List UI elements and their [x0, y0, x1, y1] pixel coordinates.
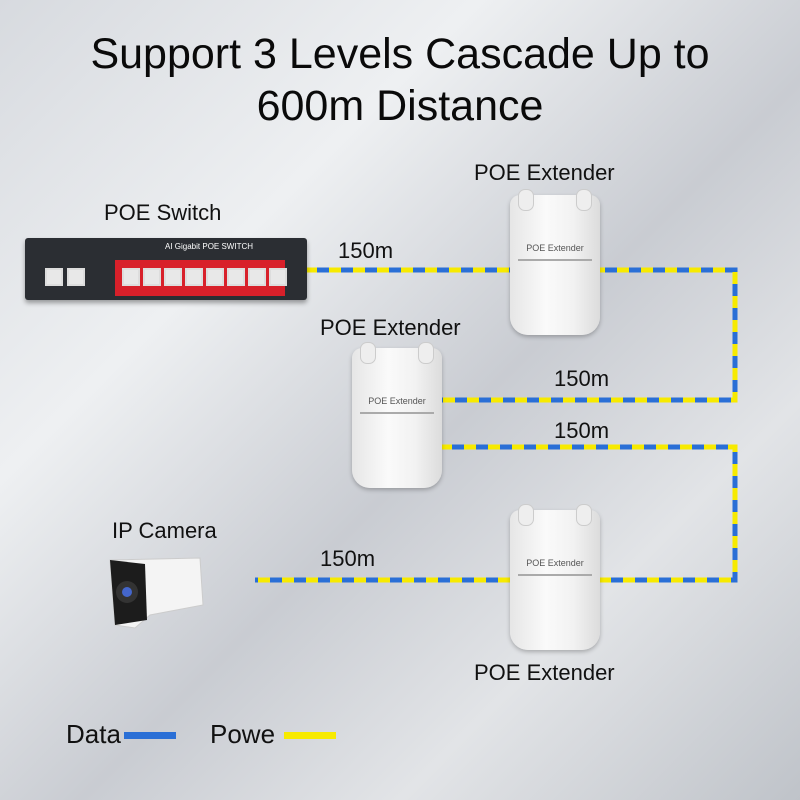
title-line-2: 600m Distance — [256, 82, 544, 130]
poe-port-icon — [122, 268, 140, 286]
legend-power-swatch — [284, 732, 336, 739]
page-title: Support 3 Levels Cascade Up to 600m Dist… — [0, 28, 800, 132]
extender-2-device-text: POE Extender — [368, 396, 426, 406]
cable-extender-2-to-extender-3-power — [440, 444, 738, 583]
extender-1-device-text: POE Extender — [526, 243, 584, 253]
extender-3-label: POE Extender — [474, 660, 615, 685]
legend-data-swatch — [124, 732, 176, 739]
distance-label-1: 150m — [338, 238, 394, 263]
legend-data-label: Data — [66, 719, 121, 749]
poe-port-icon — [185, 268, 203, 286]
lan-port-icon — [45, 268, 63, 286]
poe-extender-3-image: POE Extender — [510, 504, 600, 650]
extender-1-label: POE Extender — [474, 160, 615, 185]
extender-2-label: POE Extender — [320, 315, 461, 340]
poe-port-icon — [248, 268, 266, 286]
switch-brand-text: AI Gigabit POE SWITCH — [165, 242, 254, 251]
switch-label: POE Switch — [104, 200, 222, 225]
extender-3-device-text: POE Extender — [526, 558, 584, 568]
poe-extender-1-image: POE Extender — [510, 189, 600, 335]
legend-power-label: Powe — [210, 719, 276, 749]
poe-port-icon — [143, 268, 161, 286]
lan-port-icon — [67, 268, 85, 286]
poe-port-icon — [269, 268, 287, 286]
distance-label-2: 150m — [554, 366, 610, 391]
poe-switch-image: AI Gigabit POE SWITCH — [25, 238, 307, 300]
ip-camera-image — [109, 557, 204, 629]
poe-port-icon — [227, 268, 245, 286]
camera-label: IP Camera — [112, 518, 217, 543]
title-line-1: Support 3 Levels Cascade Up to — [90, 30, 710, 78]
distance-label-3: 150m — [554, 418, 610, 443]
distance-label-4: 150m — [320, 546, 376, 571]
poe-port-icon — [164, 268, 182, 286]
poe-extender-2-image: POE Extender — [352, 342, 442, 488]
cable-switch-to-extender-2-power — [305, 267, 738, 403]
poe-port-icon — [206, 268, 224, 286]
